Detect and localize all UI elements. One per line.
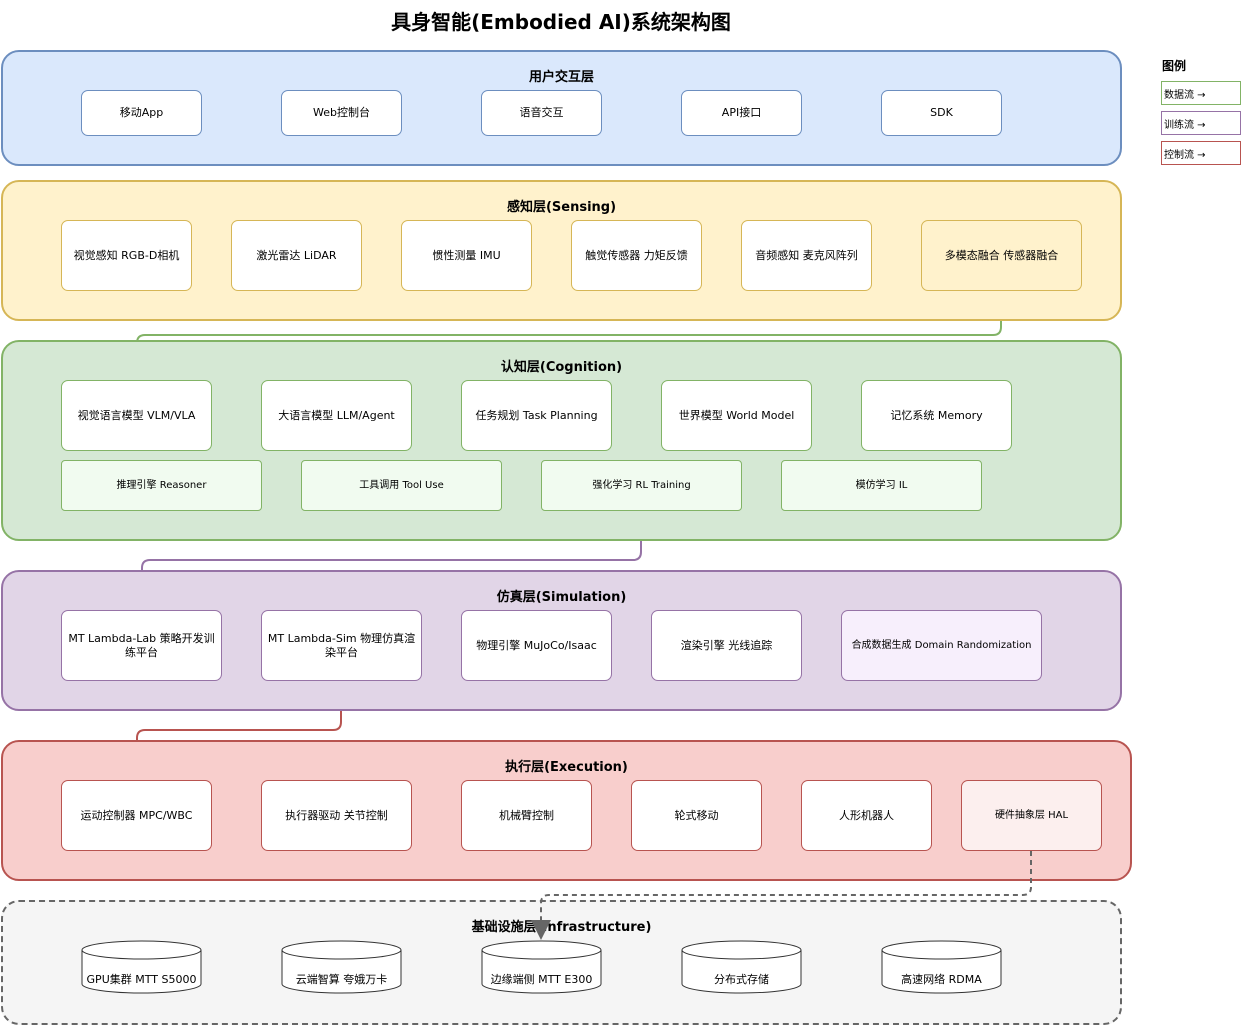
node-reasoner[interactable]: 推理引擎 Reasoner xyxy=(61,460,262,511)
node-memory[interactable]: 记忆系统 Memory xyxy=(861,380,1012,451)
cylinder-edge-device[interactable]: 边缘端侧 MTT E300 xyxy=(481,940,602,994)
node-rl-training[interactable]: 强化学习 RL Training xyxy=(541,460,742,511)
cylinder-label: GPU集群 MTT S5000 xyxy=(86,973,197,986)
layer-title-sensing: 感知层(Sensing) xyxy=(506,200,617,215)
legend-title: 图例 xyxy=(1162,59,1187,73)
node-motion-controller[interactable]: 运动控制器 MPC/WBC xyxy=(61,780,212,851)
node-mobile-app[interactable]: 移动App xyxy=(81,90,202,136)
cylinder-label: 边缘端侧 MTT E300 xyxy=(490,973,593,986)
layer-title-simulation: 仿真层(Simulation) xyxy=(496,590,627,605)
node-lambda-sim[interactable]: MT Lambda-Sim 物理仿真渲染平台 xyxy=(261,610,422,681)
node-hal[interactable]: 硬件抽象层 HAL xyxy=(961,780,1102,851)
cylinder-gpu-cluster[interactable]: GPU集群 MTT S5000 xyxy=(81,940,202,994)
cylinder-label: 云端智算 夸娥万卡 xyxy=(295,973,388,986)
node-synthetic-data[interactable]: 合成数据生成 Domain Randomization xyxy=(841,610,1042,681)
node-rgbd-camera[interactable]: 视觉感知 RGB-D相机 xyxy=(61,220,192,291)
node-wheeled-mobility[interactable]: 轮式移动 xyxy=(631,780,762,851)
layer-title-interaction: 用户交互层 xyxy=(528,70,594,85)
node-arm-control[interactable]: 机械臂控制 xyxy=(461,780,592,851)
diagram-title: 具身智能(Embodied AI)系统架构图 xyxy=(391,10,731,34)
node-lidar[interactable]: 激光雷达 LiDAR xyxy=(231,220,362,291)
node-imitation-learning[interactable]: 模仿学习 IL xyxy=(781,460,982,511)
cylinder-cloud-compute[interactable]: 云端智算 夸娥万卡 xyxy=(281,940,402,994)
legend-item-data-flow: 数据流 → xyxy=(1161,81,1241,105)
layer-title-infrastructure: 基础设施层(Infrastructure) xyxy=(471,920,652,935)
layer-title-cognition: 认知层(Cognition) xyxy=(500,360,623,375)
edge-fusion-to-vlm xyxy=(127,291,1002,380)
node-world-model[interactable]: 世界模型 World Model xyxy=(661,380,812,451)
legend-item-training-flow: 训练流 → xyxy=(1161,111,1241,135)
node-api[interactable]: API接口 xyxy=(681,90,802,136)
node-multimodal-fusion[interactable]: 多模态融合 传感器融合 xyxy=(921,220,1082,291)
node-lambda-lab[interactable]: MT Lambda-Lab 策略开发训练平台 xyxy=(61,610,222,681)
node-humanoid-robot[interactable]: 人形机器人 xyxy=(801,780,932,851)
node-tool-use[interactable]: 工具调用 Tool Use xyxy=(301,460,502,511)
legend-item-control-flow: 控制流 → xyxy=(1161,141,1241,165)
node-audio-sensing[interactable]: 音频感知 麦克风阵列 xyxy=(741,220,872,291)
node-tactile-sensor[interactable]: 触觉传感器 力矩反馈 xyxy=(571,220,702,291)
edge-sim-to-controller xyxy=(127,681,342,780)
node-voice-interaction[interactable]: 语音交互 xyxy=(481,90,602,136)
edge-rl-to-lambda-lab xyxy=(132,511,642,610)
cylinder-distributed-storage[interactable]: 分布式存储 xyxy=(681,940,802,994)
node-actuator-driver[interactable]: 执行器驱动 关节控制 xyxy=(261,780,412,851)
node-imu[interactable]: 惯性测量 IMU xyxy=(401,220,532,291)
node-vlm-vla[interactable]: 视觉语言模型 VLM/VLA xyxy=(61,380,212,451)
cylinder-label: 分布式存储 xyxy=(714,973,769,986)
node-render-engine[interactable]: 渲染引擎 光线追踪 xyxy=(651,610,802,681)
cylinder-rdma-network[interactable]: 高速网络 RDMA xyxy=(881,940,1002,994)
node-physics-engine[interactable]: 物理引擎 MuJoCo/Isaac xyxy=(461,610,612,681)
layer-title-execution: 执行层(Execution) xyxy=(505,760,628,775)
node-task-planning[interactable]: 任务规划 Task Planning xyxy=(461,380,612,451)
cylinder-label: 高速网络 RDMA xyxy=(901,973,982,986)
node-llm-agent[interactable]: 大语言模型 LLM/Agent xyxy=(261,380,412,451)
node-web-console[interactable]: Web控制台 xyxy=(281,90,402,136)
node-sdk[interactable]: SDK xyxy=(881,90,1002,136)
